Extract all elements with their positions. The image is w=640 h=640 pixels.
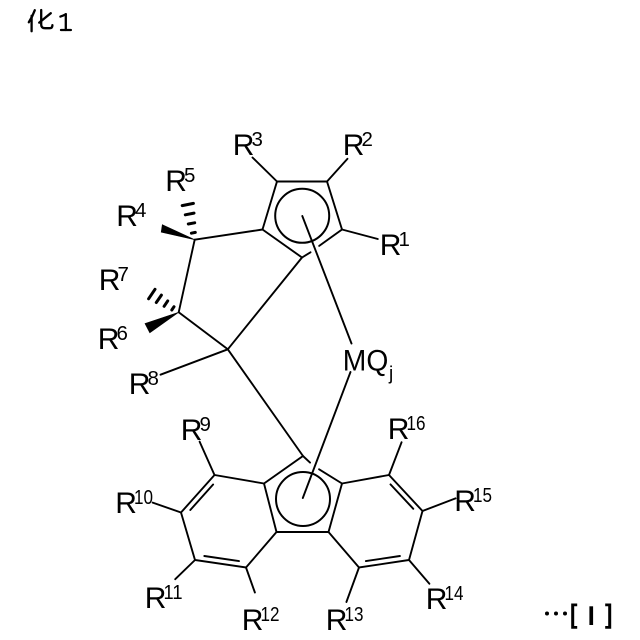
svg-text:R: R <box>454 485 476 518</box>
svg-text:R: R <box>129 368 151 401</box>
svg-text:5: 5 <box>184 164 195 187</box>
svg-text:R: R <box>343 129 365 162</box>
svg-text:6: 6 <box>117 322 128 345</box>
svg-text:R: R <box>165 165 187 198</box>
svg-text:16: 16 <box>407 412 426 435</box>
svg-text:2: 2 <box>362 128 373 151</box>
svg-text:15: 15 <box>473 484 492 507</box>
svg-text:R: R <box>388 413 410 446</box>
svg-text:R: R <box>326 604 348 637</box>
svg-text:R: R <box>99 264 121 297</box>
svg-text:R: R <box>242 604 264 637</box>
svg-text:R: R <box>233 129 255 162</box>
svg-text:R: R <box>181 414 203 447</box>
svg-text:9: 9 <box>200 413 211 436</box>
svg-text:12: 12 <box>261 603 280 626</box>
svg-text:11: 11 <box>164 581 183 604</box>
svg-text:4: 4 <box>135 199 146 222</box>
svg-text:8: 8 <box>148 367 159 390</box>
svg-text:10: 10 <box>134 486 153 509</box>
svg-text:MQ: MQ <box>343 344 389 377</box>
svg-text:R: R <box>426 583 448 616</box>
svg-text:R: R <box>380 229 402 262</box>
svg-text:R: R <box>145 582 167 615</box>
svg-text:1: 1 <box>399 228 410 251</box>
svg-text:j: j <box>388 364 393 385</box>
svg-text:13: 13 <box>345 603 364 626</box>
svg-text:7: 7 <box>118 263 129 286</box>
svg-text:R: R <box>115 487 137 520</box>
svg-text:R: R <box>116 200 138 233</box>
svg-text:14: 14 <box>445 582 464 605</box>
svg-text:R: R <box>98 323 120 356</box>
svg-text:3: 3 <box>252 128 263 151</box>
